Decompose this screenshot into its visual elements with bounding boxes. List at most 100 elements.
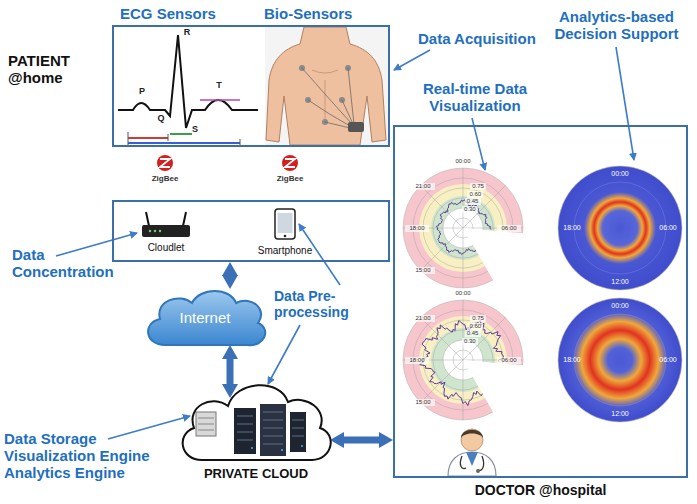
axis-label: 0.45 [465,330,481,337]
router-icon [146,212,186,226]
heatmap-plots [558,298,682,422]
sensor-box: ECG SensorsBio-Sensors [112,25,390,147]
axis-label: 21:00 [411,315,435,322]
polar-plots [403,168,527,420]
axis-label: 21:00 [411,183,435,190]
axis-label: 12:00 [608,410,632,418]
stage-label: Analytics-based Decision Support [545,8,688,42]
leader-arrow [56,47,634,439]
node-label: PRIVATE CLOUD [172,466,340,482]
wave-label: T [214,80,224,90]
heatmap-plots [574,182,666,274]
smartphone-icon [275,209,295,239]
plot-trace [436,200,491,255]
location-label: PATIENT @home [8,52,90,86]
axis-label: 12:00 [608,278,632,286]
body-illustration [266,27,386,145]
server-icon [251,447,253,449]
doctor-icon [448,429,496,476]
ecg-illustration [200,99,240,101]
smartphone-icon [275,209,295,239]
protocol-label: ZigBee [270,174,310,184]
doctor-panel: DOCTOR @hospital [393,125,688,478]
heatmap-plots [574,182,666,406]
node-label: Bio-Sensors [264,5,374,22]
axis-label: 0.60 [467,191,483,198]
axis-label: 06:00 [656,224,680,232]
server-icon [251,445,303,451]
axis-label: 0.75 [470,315,486,322]
node-label: Cloudlet [130,242,202,254]
cloudlet-device: Cloudlet [130,206,202,258]
plot-trace [420,200,504,406]
axis-label: 00:00 [451,290,475,297]
axis-label: 0.75 [470,183,486,190]
wave-label: R [182,27,192,37]
data-link-arrow [227,270,234,281]
axis-label: 0.45 [465,198,481,205]
router-icon [159,230,161,232]
router-icon [154,230,156,232]
server-icon [198,418,214,430]
axis-label: 0.30 [462,206,478,213]
ecg-illustration [170,133,192,135]
zigbee-logo [160,159,170,167]
body-illustration [302,68,354,128]
server-icon [281,449,283,451]
smartphone-icon [278,213,293,233]
plot-trace [420,321,504,406]
node-label: Internet [140,309,270,327]
doctor-icon [448,452,496,476]
axis-label: 15:00 [411,267,435,274]
private-cloud: PRIVATE CLOUD [172,372,340,490]
stage-label: Data Concentration [12,246,122,280]
node-label: ECG Sensors [120,5,230,22]
ecg-illustration [114,27,264,145]
heatmap-plots [558,166,682,422]
axis-label: 06:00 [656,356,680,364]
stage-label: Data Storage Visualization Engine Analyt… [4,430,172,481]
ecg-illustration [128,142,240,144]
polar-plots [403,168,527,288]
doctor-icon [460,456,483,470]
zigbee-logo [285,159,295,167]
axis-label: 0.60 [467,323,483,330]
axis-label: 06:00 [497,225,521,232]
zigbee-logo [157,155,173,171]
leader-arrow [56,233,137,256]
doctor-icon [476,469,480,473]
router-icon [149,230,151,232]
axis-label: 06:00 [497,357,521,364]
heatmap-plots [574,314,666,406]
wave-label: P [137,86,147,96]
body-illustration [265,27,388,145]
body-illustration [312,70,338,120]
smartphone-icon [284,235,287,238]
ecg-illustration [128,132,240,146]
leader-arrow [268,325,300,384]
data-link-arrow [338,437,385,444]
doctor-icon [461,430,483,438]
leader-arrow [394,50,430,70]
router-icon [149,230,161,232]
doctor-icon [466,452,478,466]
wave-label: S [190,124,200,134]
protocol-label: ZigBee [145,174,185,184]
ecg-illustration [118,35,258,128]
axis-label: 18:00 [560,224,584,232]
server-icon [290,412,306,452]
node-label: Smartphone [245,245,325,257]
leader-arrow [616,47,634,160]
zigbee-logo [282,155,298,171]
axis-label: 15:00 [411,399,435,406]
axis-label: 00:00 [451,158,475,165]
data-link-arrow [227,353,234,390]
axis-label: 00:00 [608,170,632,178]
body-illustration [265,27,388,145]
axis-label: 18:00 [560,356,584,364]
body-illustration [348,122,364,132]
axis-label: 18:00 [405,357,429,364]
